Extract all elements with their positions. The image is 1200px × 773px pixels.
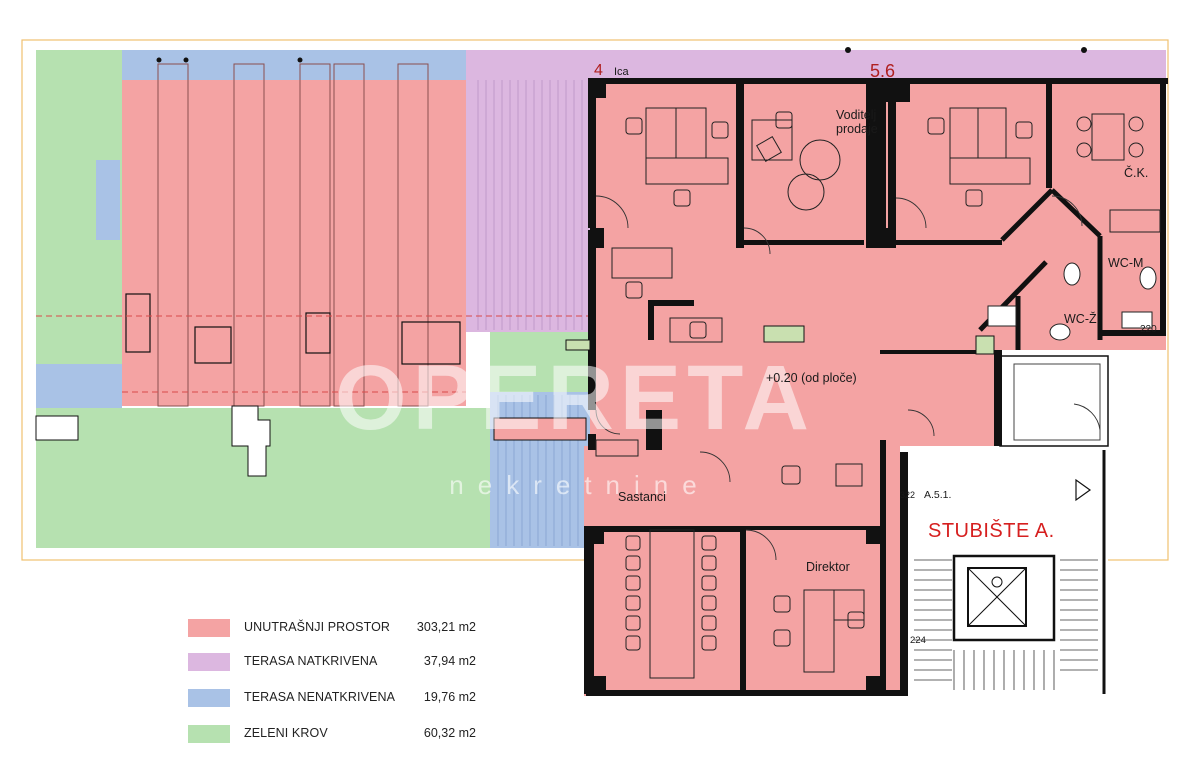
wc-fixtures (987, 262, 1157, 341)
ck-kitchen-furniture (1076, 113, 1161, 233)
room-label-voditelj-line2: prodaje (836, 122, 878, 137)
legend-row-green-roof: ZELENI KROV 60,32 m2 (188, 724, 488, 744)
uncovered-terrace-top (122, 50, 466, 80)
room-label-wc-m: WC-M (1108, 256, 1144, 270)
grid-axis-56: 5.6 (870, 61, 896, 81)
grid-axis-4: 4 (594, 62, 603, 79)
room-label-ica: Ica (614, 66, 629, 78)
stair-wall-left (900, 452, 908, 692)
legend-value: 19,76 m2 (423, 690, 476, 704)
room-label-ck: Č.K. (1124, 166, 1149, 180)
room-label-direktor: Direktor (806, 560, 850, 574)
legend-swatch-covered-terrace (188, 653, 230, 671)
green-plant-marker-3 (975, 335, 995, 355)
watermark-subtitle: nekretnine (449, 470, 711, 500)
roof-chimney (231, 405, 271, 477)
office-walls (584, 78, 1168, 696)
legend-swatch-interior (188, 619, 230, 637)
legend-label: TERASA NENATKRIVENA (244, 690, 396, 704)
covered-terrace-hatch (477, 80, 583, 330)
elevator-icon (967, 567, 1027, 627)
legend-value: 37,94 m2 (423, 654, 476, 668)
stair-landing-treads (953, 650, 1055, 690)
office-1-furniture (611, 107, 729, 343)
uncovered-terrace-strip (96, 160, 120, 240)
roof-vent (35, 415, 79, 441)
dimension-220: 220 (1140, 324, 1157, 335)
stair-lobby (999, 355, 1109, 447)
axis-markers (156, 47, 1087, 63)
room-label-voditelj-line1: Voditelj (836, 108, 877, 122)
legend-label: ZELENI KROV (244, 726, 328, 740)
stairwell-id: A.5.1. (924, 489, 952, 501)
room-label-voditelj: Voditelj prodaje (836, 108, 878, 137)
room-label-sastanci: Sastanci (618, 490, 666, 504)
structural-pillars (590, 80, 910, 694)
level-note: +0.20 (od ploče) (766, 371, 857, 385)
legend-value: 60,32 m2 (423, 726, 476, 740)
interior-left-block (122, 80, 466, 406)
uncovered-terrace-left (36, 364, 122, 408)
louvre-columns (125, 293, 461, 365)
covered-terrace-top (466, 50, 1166, 78)
legend-value: 303,21 m2 (416, 620, 476, 634)
dimension-322: 322 (900, 490, 916, 500)
green-plant-marker (763, 325, 805, 343)
legend-label: UNUTRAŠNJI PROSTOR (244, 620, 391, 634)
dimension-224: 224 (910, 635, 926, 646)
stair-arrow-icon (1075, 478, 1092, 502)
stairwell-title: STUBIŠTE A. (928, 520, 1055, 542)
legend-swatch-green-roof (188, 725, 230, 743)
covered-terrace-column (466, 78, 590, 332)
legend-row-interior: UNUTRAŠNJI PROSTOR 303,21 m2 (188, 618, 488, 638)
green-plant-marker-2 (565, 339, 591, 351)
direktor-furniture (773, 463, 865, 673)
voditelj-furniture (751, 111, 841, 211)
legend-row-uncovered-terrace: TERASA NENATKRIVENA 19,76 m2 (188, 688, 488, 708)
legend-swatch-uncovered-terrace (188, 689, 230, 707)
stair-lobby-inner (1013, 363, 1101, 441)
legend-row-covered-terrace: TERASA NATKRIVENA 37,94 m2 (188, 652, 488, 672)
office-3-furniture (927, 107, 1033, 207)
shaft-box (493, 417, 587, 441)
room-label-wc-z: WC-Ž (1064, 312, 1097, 326)
legend-label: TERASA NATKRIVENA (244, 654, 378, 668)
watermark-logo: OPERETA (335, 347, 815, 449)
louvre-beams (157, 63, 429, 407)
door-swings (595, 195, 1101, 561)
stair-treads (914, 559, 1098, 681)
sastanci-furniture (595, 439, 717, 679)
